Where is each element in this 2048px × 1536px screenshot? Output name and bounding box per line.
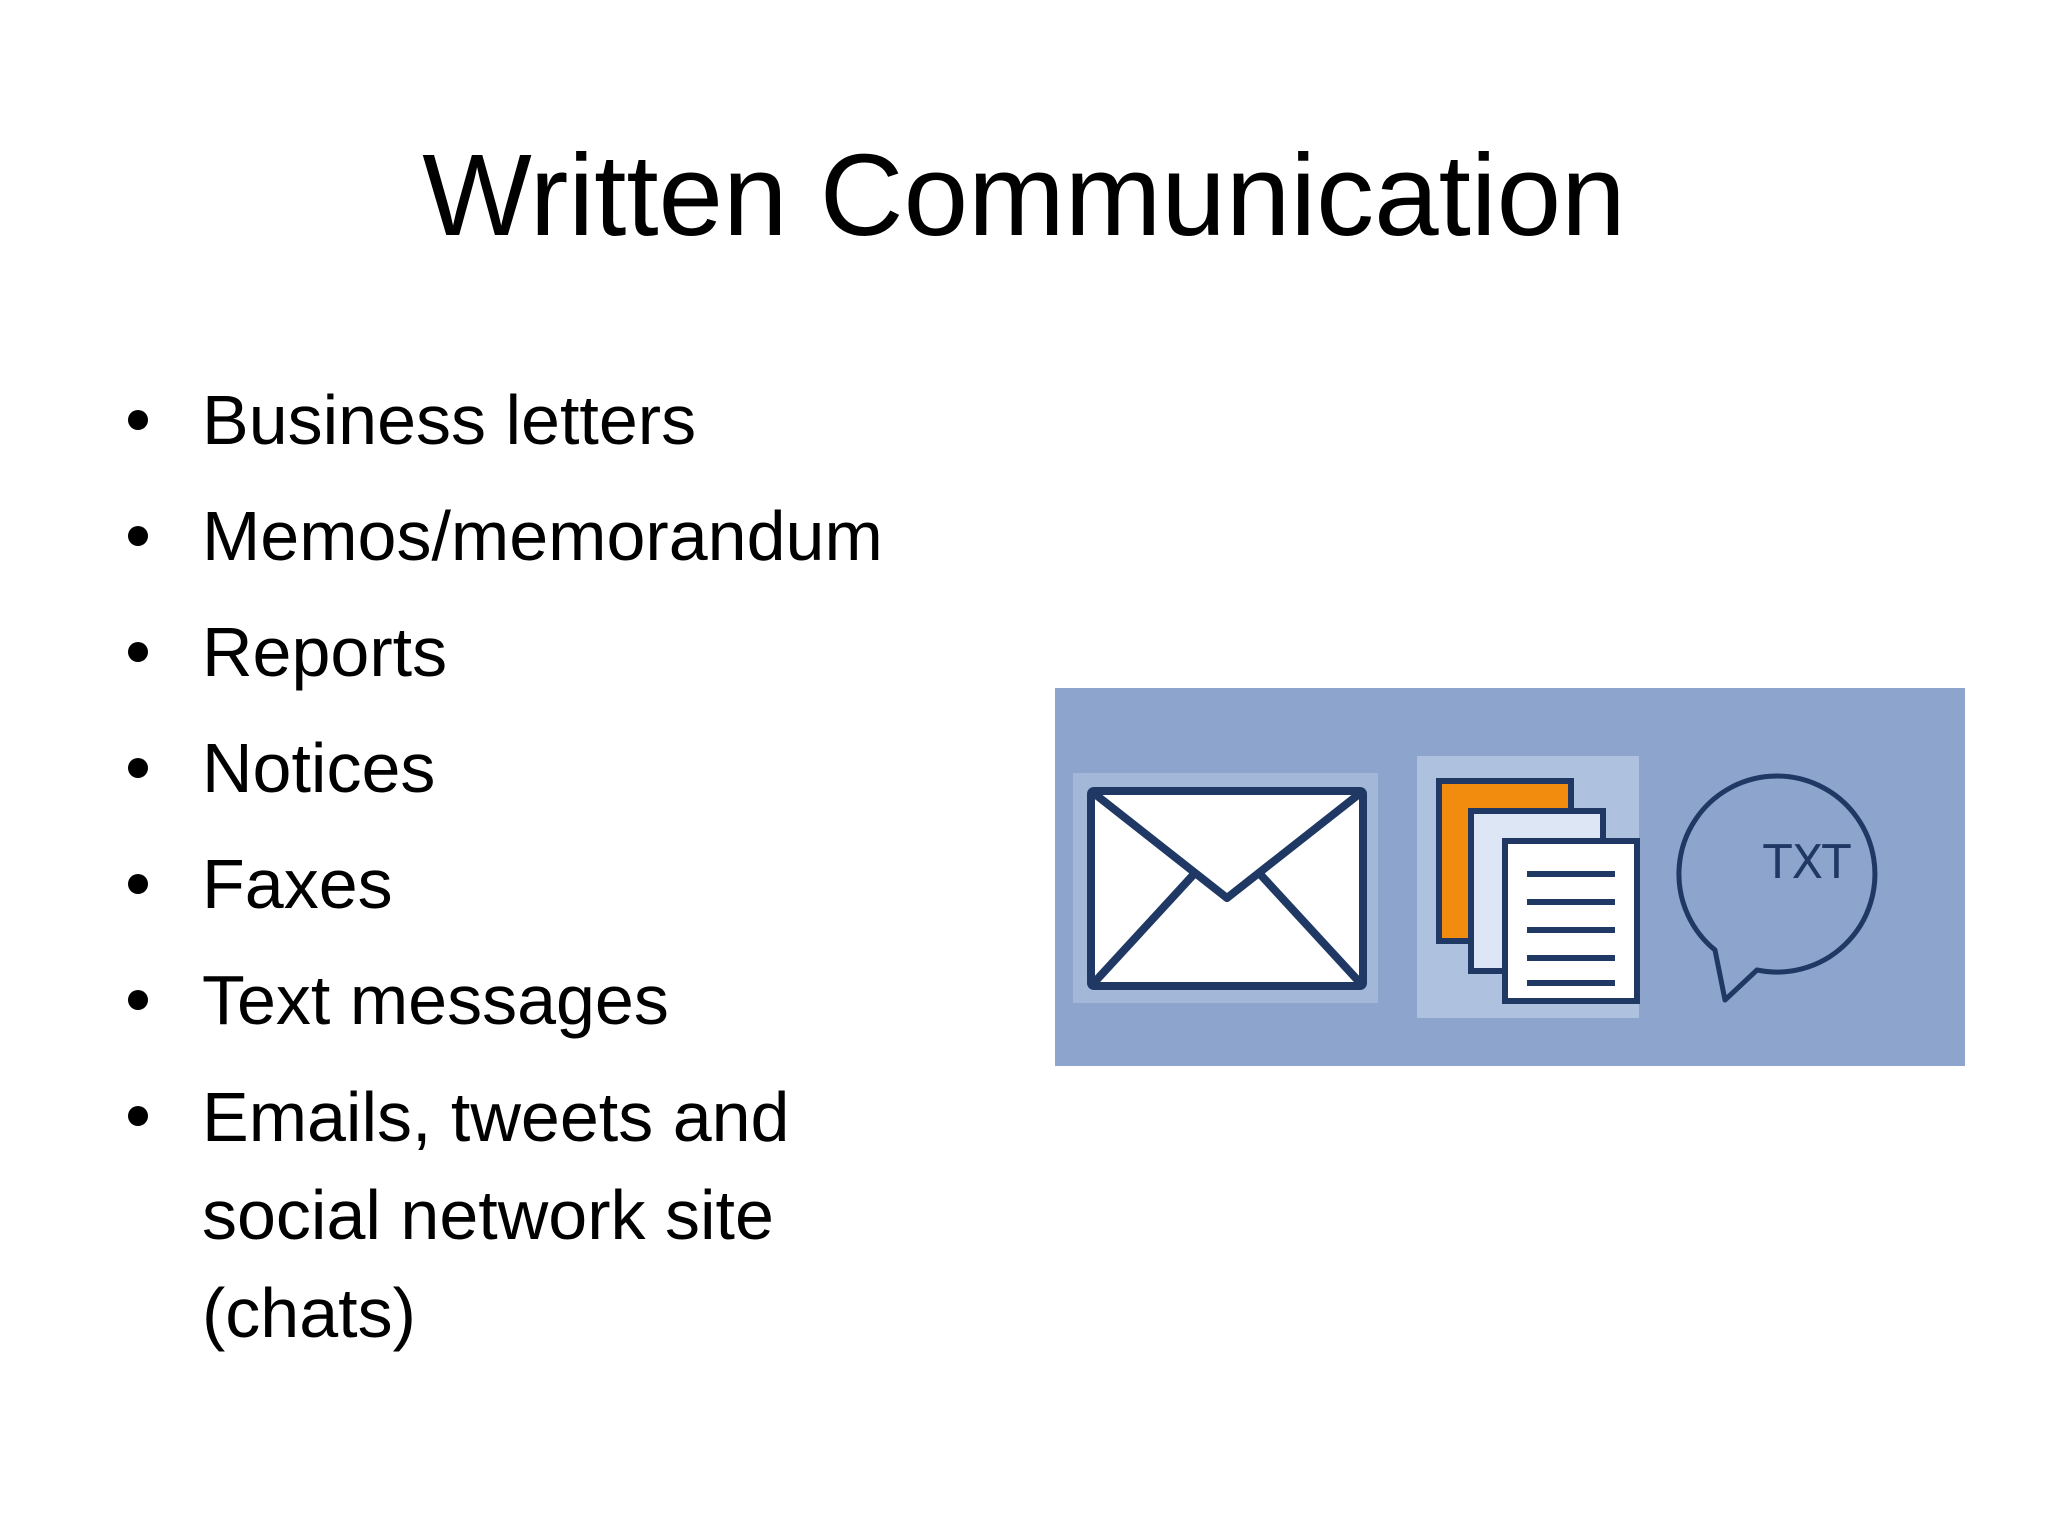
bullet-dot-icon (128, 410, 148, 430)
bullet-text: Reports (202, 613, 448, 691)
bullet-dot-icon (128, 642, 148, 662)
list-item: Emails, tweets and social network site (… (120, 1068, 1000, 1362)
list-item: Faxes (120, 836, 1000, 932)
slide-title: Written Communication (422, 130, 1626, 260)
illustration-svg: TXT (1073, 756, 1878, 1018)
bullet-text: Memos/memorandum (202, 497, 883, 575)
bullet-text: Faxes (202, 845, 393, 923)
list-item: Text messages (120, 952, 1000, 1048)
bullet-text: Business letters (202, 381, 697, 459)
bullet-text-line-3: (chats) (202, 1274, 416, 1352)
list-item: Business letters (120, 372, 1000, 468)
list-item: Reports (120, 604, 1000, 700)
bullet-text: Notices (202, 729, 436, 807)
bullet-text: Text messages (202, 961, 669, 1039)
bullet-list: Business letters Memos/memorandum Report… (120, 372, 1000, 1382)
envelope-icon (1073, 773, 1378, 1003)
speech-bubble-icon: TXT (1676, 773, 1878, 1003)
list-item: Memos/memorandum (120, 488, 1000, 584)
documents-icon (1417, 756, 1640, 1018)
bullet-dot-icon (128, 758, 148, 778)
bullet-dot-icon (128, 1106, 148, 1126)
bullet-dot-icon (128, 990, 148, 1010)
list-item: Notices (120, 720, 1000, 816)
bubble-text: TXT (1763, 835, 1852, 889)
communication-illustration: TXT (1055, 688, 1965, 1066)
bullet-text-line-2: social network site (202, 1176, 774, 1254)
bullet-text-line-1: Emails, tweets and (202, 1078, 790, 1156)
bullet-dot-icon (128, 526, 148, 546)
bullet-dot-icon (128, 874, 148, 894)
